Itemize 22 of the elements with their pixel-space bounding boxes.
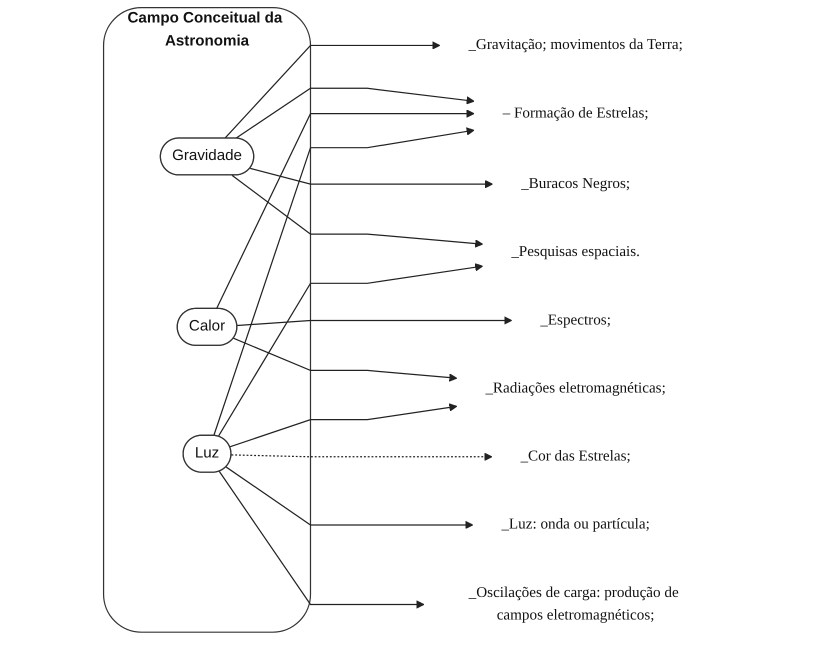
node-text: _Espectros;	[540, 312, 612, 328]
node-text: _Radiações eletromagnéticas;	[486, 380, 666, 396]
arrow	[234, 338, 458, 382]
arrow	[216, 109, 475, 310]
arrow	[237, 316, 512, 326]
arrow	[219, 471, 425, 609]
node-text: _Cor das Estrelas;	[520, 448, 631, 464]
arrow	[232, 452, 493, 461]
arrow	[230, 403, 458, 448]
arrow	[232, 174, 484, 248]
node-text: _Buracos Negros;	[521, 176, 630, 192]
node-text: _Gravitação; movimentos da Terra;	[468, 36, 683, 54]
node-text: _Luz: onda ou partícula;	[502, 516, 650, 533]
arrow	[224, 41, 441, 139]
arrow	[218, 263, 484, 437]
node-text: _Pesquisas espaciais.	[511, 244, 640, 260]
arrow	[226, 466, 474, 530]
arrow	[235, 88, 475, 139]
node-text: – Formação de Estrelas;	[502, 105, 649, 122]
arrow	[213, 127, 475, 436]
node-text: _Oscilações de carga: produção de campos eletromagnéticos;	[468, 584, 679, 624]
arrow	[250, 168, 494, 188]
